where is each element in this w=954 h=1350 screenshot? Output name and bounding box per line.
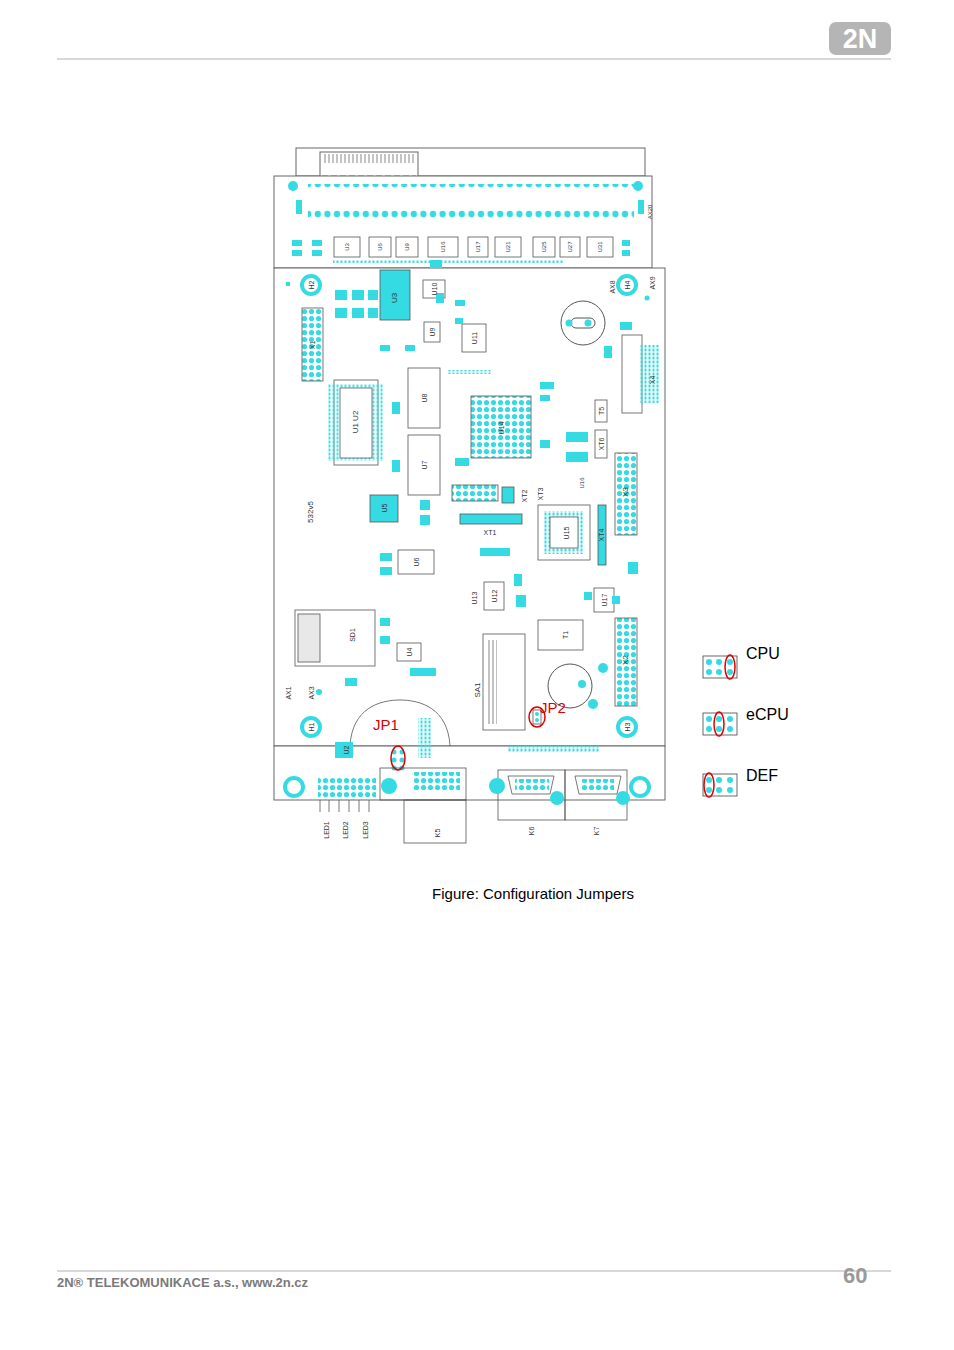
part-name: U31 [597,241,603,252]
part-name: U2 [343,746,350,755]
logo-text: 2N [843,26,878,53]
setting-label: DEF [746,768,778,784]
part-name: U25 [541,241,547,252]
setting-label: CPU [746,646,780,662]
part-name: AX1 [285,686,292,699]
footer-text: 2N® TELEKOMUNIKACE a.s., www.2n.cz [57,1276,308,1289]
part-name: U9 [404,243,410,251]
part-name: X4 [649,376,656,385]
jumper-label: JP2 [540,700,566,715]
part-name: U17 [601,594,608,607]
part-name: XT2 [521,490,528,503]
part-name: AX9 [649,276,656,289]
part-name: U6 [377,243,383,251]
part-name: LED2 [342,821,349,839]
part-name: U3 [344,243,350,251]
part-name: U8 [421,394,428,403]
part-name: T5 [598,407,605,415]
part-name: U1 U2 [352,411,360,434]
part-name: X1 [309,341,316,350]
part-name: U16 [579,477,585,488]
part-name: XT3 [537,488,544,501]
part-name: SD1 [349,628,356,642]
part-name: U17 [475,241,481,252]
part-name: U14 [498,422,505,435]
part-name: U10 [431,283,438,296]
part-name: AX8 [609,280,616,293]
part-name: X3 [622,487,630,497]
part-name: XT1 [484,529,497,536]
part-name: SA1 [474,682,482,697]
part-name: U11 [471,332,478,344]
part-name: U15 [563,527,570,540]
part-name: U5 [381,504,388,513]
part-name: K7 [593,827,600,836]
part-name: K5 [434,829,441,838]
part-name: AX3 [308,686,315,699]
part-name: U4 [406,648,413,657]
part-name: H1 [308,723,315,732]
part-name: K6 [528,827,535,836]
figure-caption: Figure: Configuration Jumpers [432,886,634,901]
setting-label: eCPU [746,707,789,723]
part-name: H3 [624,723,631,732]
part-name: AX20 [647,205,653,220]
part-name: XT6 [598,438,605,451]
part-name: 532v5 [307,501,315,523]
page-number: 60 [843,1265,867,1287]
part-name: U7 [421,461,428,470]
jumper-label: JP1 [373,717,399,732]
part-name: U9 [429,328,436,337]
part-name: H4 [624,281,631,290]
part-name: U21 [505,241,511,252]
part-name: U6 [413,558,420,567]
part-name: U12 [491,590,498,603]
part-name: U3 [391,293,399,303]
part-name: LED1 [323,821,330,839]
part-name: U16 [440,241,446,252]
part-name: LED3 [362,821,369,839]
part-name: X2 [622,655,630,665]
part-name: T1 [562,631,569,639]
part-name: U27 [567,241,573,252]
part-name: XT4 [598,529,605,542]
part-name: U13 [471,592,478,605]
part-name: H2 [308,281,315,290]
